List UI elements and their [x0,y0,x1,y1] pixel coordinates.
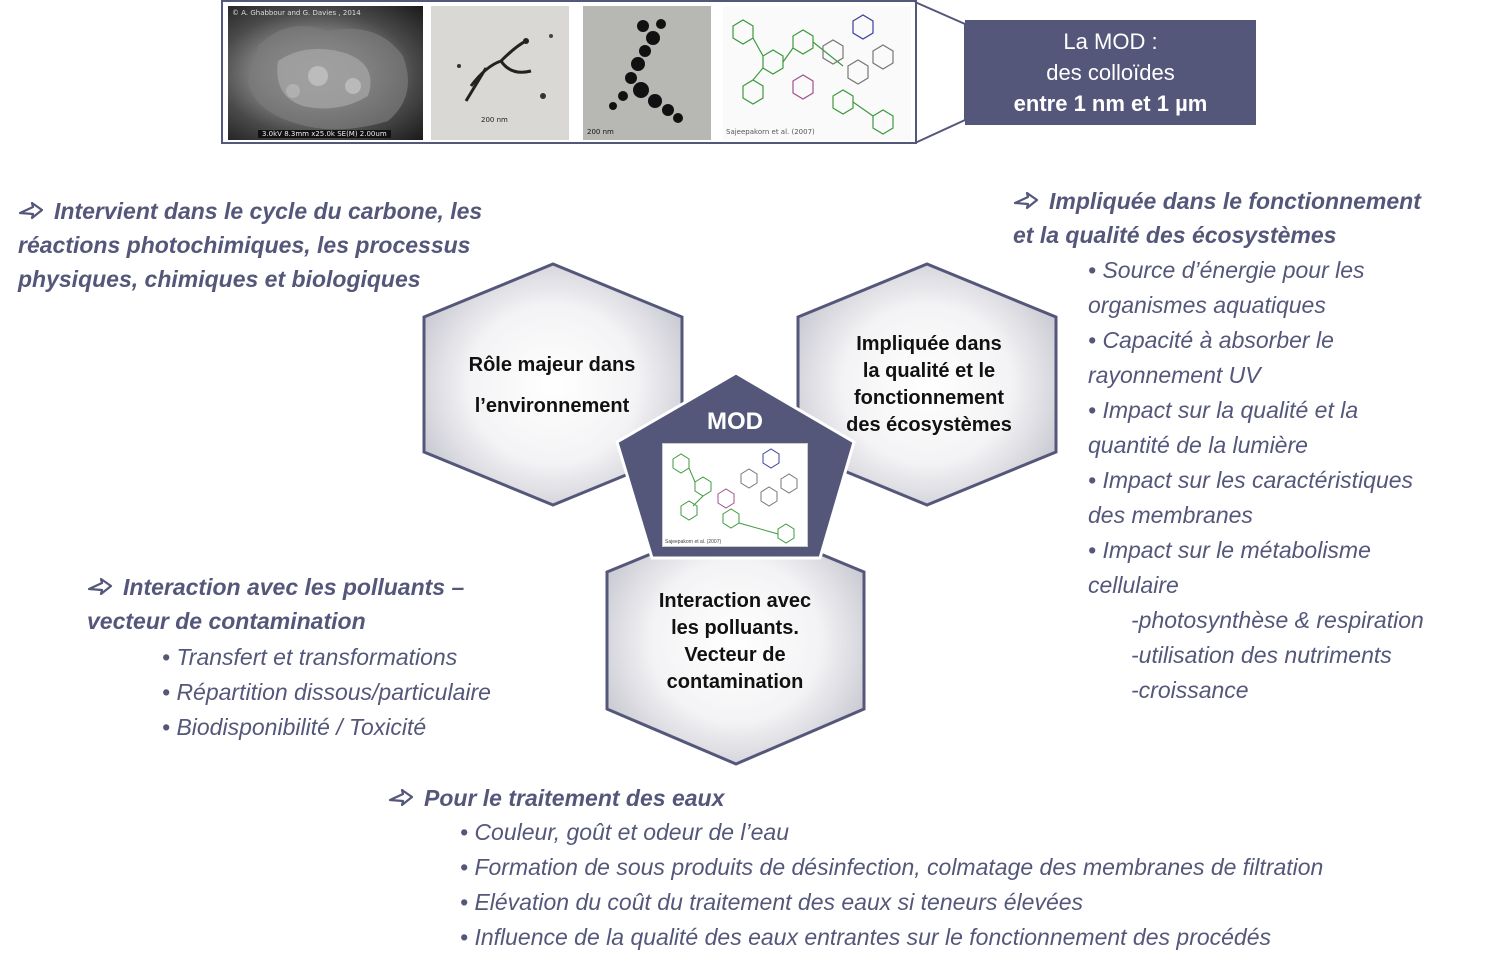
list-item: organismes aquatiques [1088,292,1326,318]
list-item: des membranes [1088,502,1253,528]
callout-connector [914,1,966,144]
sem-credit: © A. Ghabbour and G. Davies , 2014 [232,9,361,17]
hexagon-left-label: Rôle majeur dans l’environnement [430,345,674,427]
inset-credit: Sajeepakorn et al. (2007) [665,539,722,545]
water-treatment-bullet-list: • Couleur, goût et odeur de l’eau • Form… [460,815,1485,955]
hexagon-bottom-label: Interaction avec les polluants. Vecteur … [612,588,858,696]
pentagon-mod-label: MOD [707,408,763,435]
environment-role-text: Intervient dans le cycle du carbone, les… [18,194,578,296]
tem1-scale-bar: 200 nm [481,116,508,124]
pollutants-heading: Interaction avec les polluants – vecteur… [87,570,527,638]
list-item: • Impact sur les caractéristiques [1088,467,1414,493]
list-item: • Capacité à absorber le [1088,327,1334,353]
tem2-scale-bar: 200 nm [587,128,614,136]
ecosystem-heading-line-2: et la qualité des écosystèmes [1013,222,1337,248]
sem-scale-bar: 3.0kV 8.3mm x25.0k SE(M) 2.00um [258,130,391,138]
water-treatment-heading-text: Pour le traitement des eaux [424,785,725,811]
list-item: • Impact sur la qualité et la [1088,397,1359,423]
list-item: • Couleur, goût et odeur de l’eau [460,819,790,845]
molecular-model-image: Sajeepakorn et al. (2007) [723,6,911,140]
hexagon-bottom-line-4: contamination [666,671,804,693]
list-item: • Impact sur le métabolisme [1088,537,1371,563]
list-item: rayonnement UV [1088,362,1261,388]
list-item: • Elévation du coût du traitement des ea… [460,889,1084,915]
mod-box-line-3: entre 1 nm et 1 µm [1013,91,1208,116]
mod-box-line-2: des colloïdes [1046,60,1175,85]
image-strip: © A. Ghabbour and G. Davies , 2014 3.0kV… [221,0,917,144]
outline-arrow-icon [388,789,414,807]
pollutants-heading-line-2: vecteur de contamination [87,608,366,634]
model-credit: Sajeepakorn et al. (2007) [726,128,815,136]
list-item: • Influence de la qualité des eaux entra… [460,924,1272,950]
list-item: • Source d’énergie pour les [1088,257,1365,283]
hexagon-right-line-2: la qualité et le [862,360,996,382]
hexagon-right-line-3: fonctionnement [854,387,1004,409]
list-item: • Formation de sous produits de désinfec… [460,854,1324,880]
hexagon-bottom-line-2: les polluants. [671,617,799,639]
outline-arrow-icon [87,578,113,596]
hexagon-bottom-line-3: Vecteur de [684,644,786,666]
mod-definition-box: La MOD : des colloïdes entre 1 nm et 1 µ… [965,20,1256,125]
hexagon-right-label: Impliquée dans la qualité et le fonction… [805,331,1053,439]
tem-micrograph-image-2: 200 nm [583,6,711,140]
ecosystem-bullet-list: • Source d’énergie pour les organismes a… [1088,253,1488,708]
sub-list-item: -utilisation des nutriments [1131,642,1392,668]
environment-role-line-1: Intervient dans le cycle du carbone, les [54,198,483,224]
ecosystem-heading: Impliquée dans le fonctionnement et la q… [1013,184,1483,252]
hexagon-right-line-1: Impliquée dans [856,333,1002,355]
hexagon-left-line-2: l’environnement [474,395,630,417]
list-item: • Biodisponibilité / Toxicité [162,714,427,740]
list-item: • Transfert et transformations [162,644,458,670]
hexagon-bottom-line-1: Interaction avec [658,590,812,612]
mod-box-line-1: La MOD : [1063,29,1158,54]
sub-list-item: -croissance [1131,677,1249,703]
sem-micrograph-image: © A. Ghabbour and G. Davies , 2014 3.0kV… [228,6,423,140]
tem-micrograph-image-1: 200 nm [431,6,569,140]
list-item: • Répartition dissous/particulaire [162,679,491,705]
list-item: cellulaire [1088,572,1179,598]
outline-arrow-icon [1013,192,1039,210]
pollutants-heading-line-1: Interaction avec les polluants – [123,574,465,600]
sub-list-item: -photosynthèse & respiration [1131,607,1424,633]
ecosystem-heading-line-1: Impliquée dans le fonctionnement [1049,188,1421,214]
hexagon-left-line-1: Rôle majeur dans [468,354,636,376]
environment-role-line-2: réactions photochimiques, les processus [18,232,471,258]
outline-arrow-icon [18,202,44,220]
pollutants-bullet-list: • Transfert et transformations • Réparti… [162,640,582,745]
pentagon-molecular-model-image: Sajeepakorn et al. (2007) [662,443,808,547]
hexagon-right-line-4: des écosystèmes [846,414,1012,436]
environment-role-line-3: physiques, chimiques et biologiques [18,266,421,292]
list-item: quantité de la lumière [1088,432,1308,458]
water-treatment-heading: Pour le traitement des eaux [388,781,888,815]
